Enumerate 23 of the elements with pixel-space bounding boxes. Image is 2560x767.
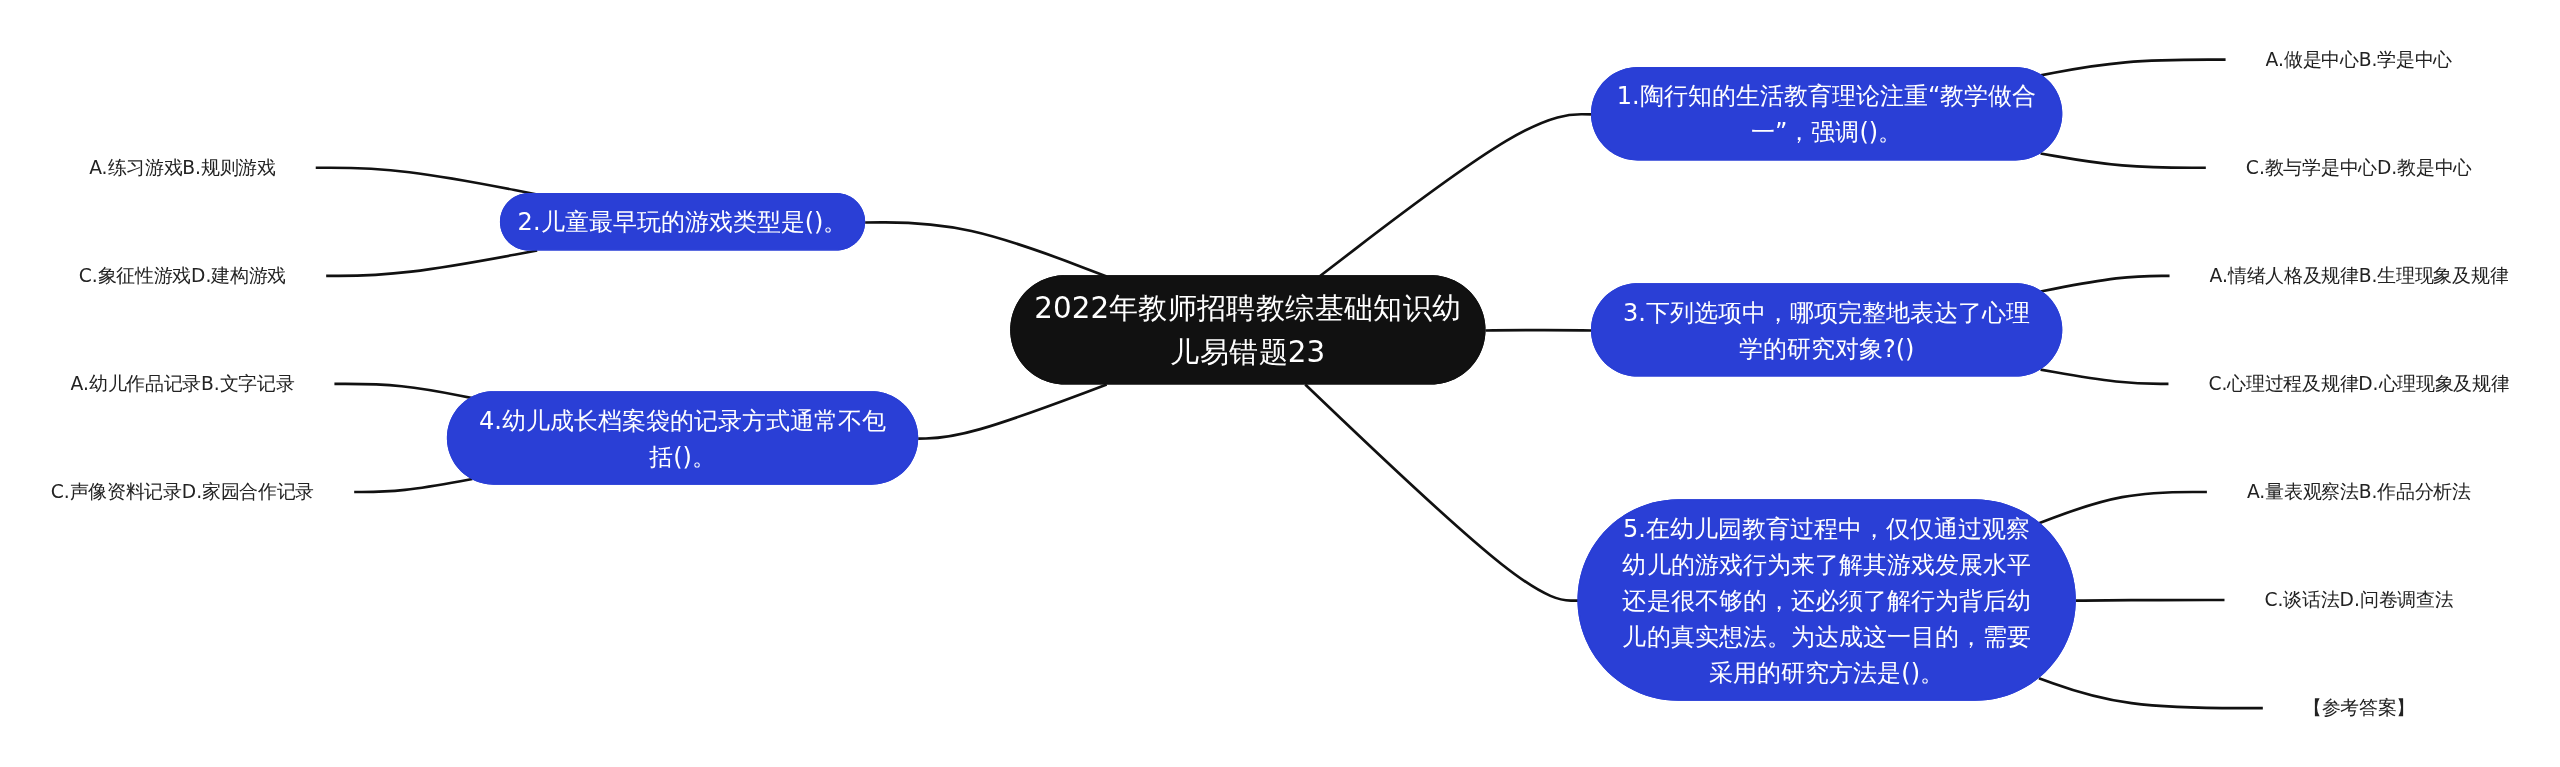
- node-text: C.谈话法D.问卷调查法: [2264, 588, 2454, 610]
- connector: [1304, 383, 1579, 602]
- node-text: A.量表观察法B.作品分析法: [2246, 480, 2471, 502]
- connector: [326, 248, 538, 277]
- node-text: A.幼儿作品记录B.文字记录: [70, 372, 295, 394]
- connector: [2038, 676, 2263, 710]
- connector: [918, 382, 1108, 440]
- connector: [2040, 57, 2226, 77]
- connector: [334, 382, 473, 400]
- connector: [2038, 490, 2207, 525]
- connector: [2040, 367, 2169, 385]
- node-text: C.象征性游戏D.建构游戏: [78, 264, 287, 286]
- node-text: 【参考答案】: [2302, 696, 2415, 718]
- connector: [2040, 151, 2206, 169]
- connector: [2075, 598, 2225, 602]
- connector: [2040, 274, 2170, 293]
- node-text: A.情绪人格及规律B.生理现象及规律: [2209, 264, 2509, 286]
- node-text: A.练习游戏B.规则游戏: [89, 156, 276, 178]
- node-text: A.做是中心B.学是中心: [2265, 47, 2453, 70]
- node-text: C.心理过程及规律D.心理现象及规律: [2208, 372, 2510, 394]
- connector: [354, 477, 473, 493]
- node-text: C.声像资料记录D.家园合作记录: [50, 480, 315, 502]
- node-text: C.教与学是中心D.教是中心: [2245, 156, 2472, 178]
